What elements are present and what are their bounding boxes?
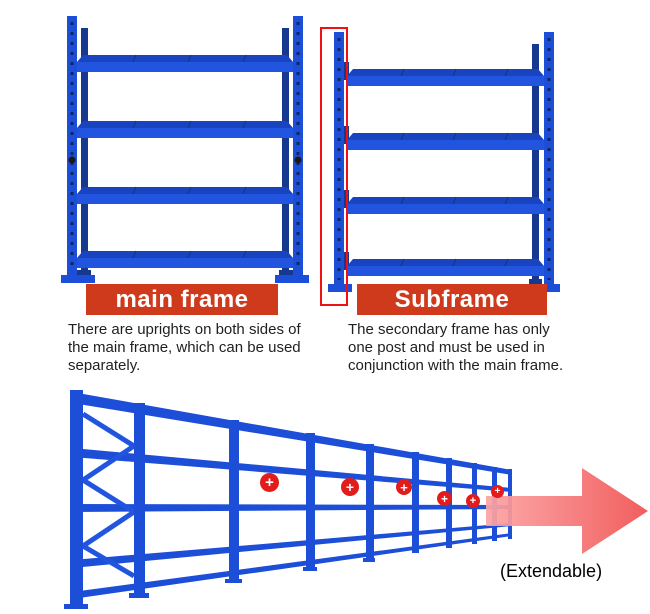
main-frame-description: There are uprights on both sides of the … xyxy=(68,321,353,375)
extend-arrow-icon xyxy=(486,468,648,554)
subframe-label: Subframe xyxy=(357,284,547,315)
extendable-caption: (Extendable) xyxy=(500,561,603,581)
subframe-post-highlight-box xyxy=(320,27,348,306)
description-line: one post and must be used in xyxy=(348,339,545,356)
plus-icon: + xyxy=(491,485,504,498)
description-line: The secondary frame has only xyxy=(348,321,550,338)
plus-icon: + xyxy=(396,479,412,495)
description-line: separately. xyxy=(68,357,141,374)
plus-icon: + xyxy=(341,478,359,496)
description-line: conjunction with the main frame. xyxy=(348,357,564,374)
plus-icon: + xyxy=(437,491,452,506)
subframe-description: The secondary frame has only one post an… xyxy=(348,321,643,375)
plus-icon: + xyxy=(466,494,480,508)
subframe-rack-illustration xyxy=(328,32,560,292)
plus-icon: + xyxy=(260,473,279,492)
main-frame-label: main frame xyxy=(86,284,278,315)
main-frame-rack-illustration xyxy=(61,16,309,283)
description-line: There are uprights on both sides of xyxy=(68,321,301,338)
description-line: the main frame, which can be used xyxy=(68,339,301,356)
